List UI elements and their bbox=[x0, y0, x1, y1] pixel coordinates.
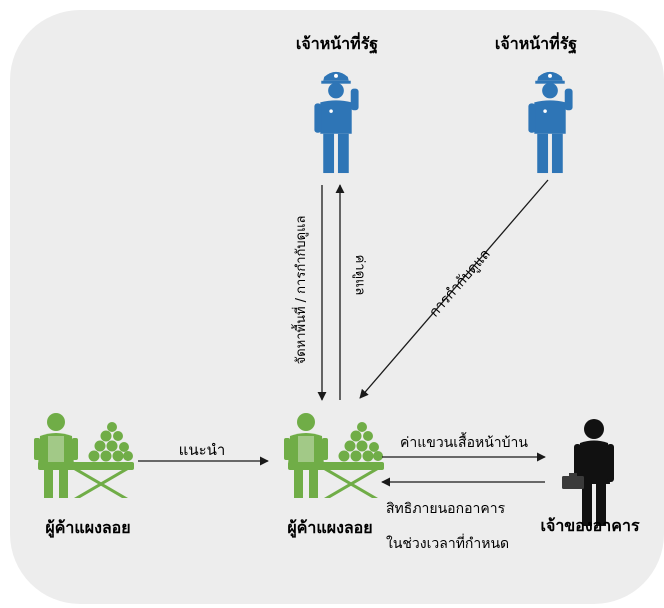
arrow-supervise bbox=[359, 179, 549, 399]
vendor-center-label: ผู้ค้าแผงลอย bbox=[287, 518, 372, 539]
arrow-assign-supervise-label: จัดหาพื้นที่ / การกำกับดูแล bbox=[291, 216, 309, 365]
arrow-right-line2: ในช่วงเวลาที่กำหนด bbox=[386, 534, 509, 552]
official-2-label: เจ้าหน้าที่รัฐ bbox=[495, 32, 577, 54]
background-panel bbox=[10, 10, 664, 604]
arrow-recommend-label: แนะนำ bbox=[179, 441, 226, 459]
arrow-rent-fee-label: ค่าแขวนเสื้อหน้าบ้าน bbox=[400, 432, 528, 451]
owner-label: เจ้าของอาคาร bbox=[540, 516, 639, 535]
official-1-label: เจ้าหน้าที่รัฐ bbox=[296, 32, 378, 54]
arrow-right-line1: สิทธิภายนอกอาคาร bbox=[386, 501, 506, 517]
arrow-bribe-label: ค่าดูแล bbox=[352, 255, 367, 296]
vendor-left-label: ผู้ค้าแผงลอย bbox=[45, 518, 130, 539]
